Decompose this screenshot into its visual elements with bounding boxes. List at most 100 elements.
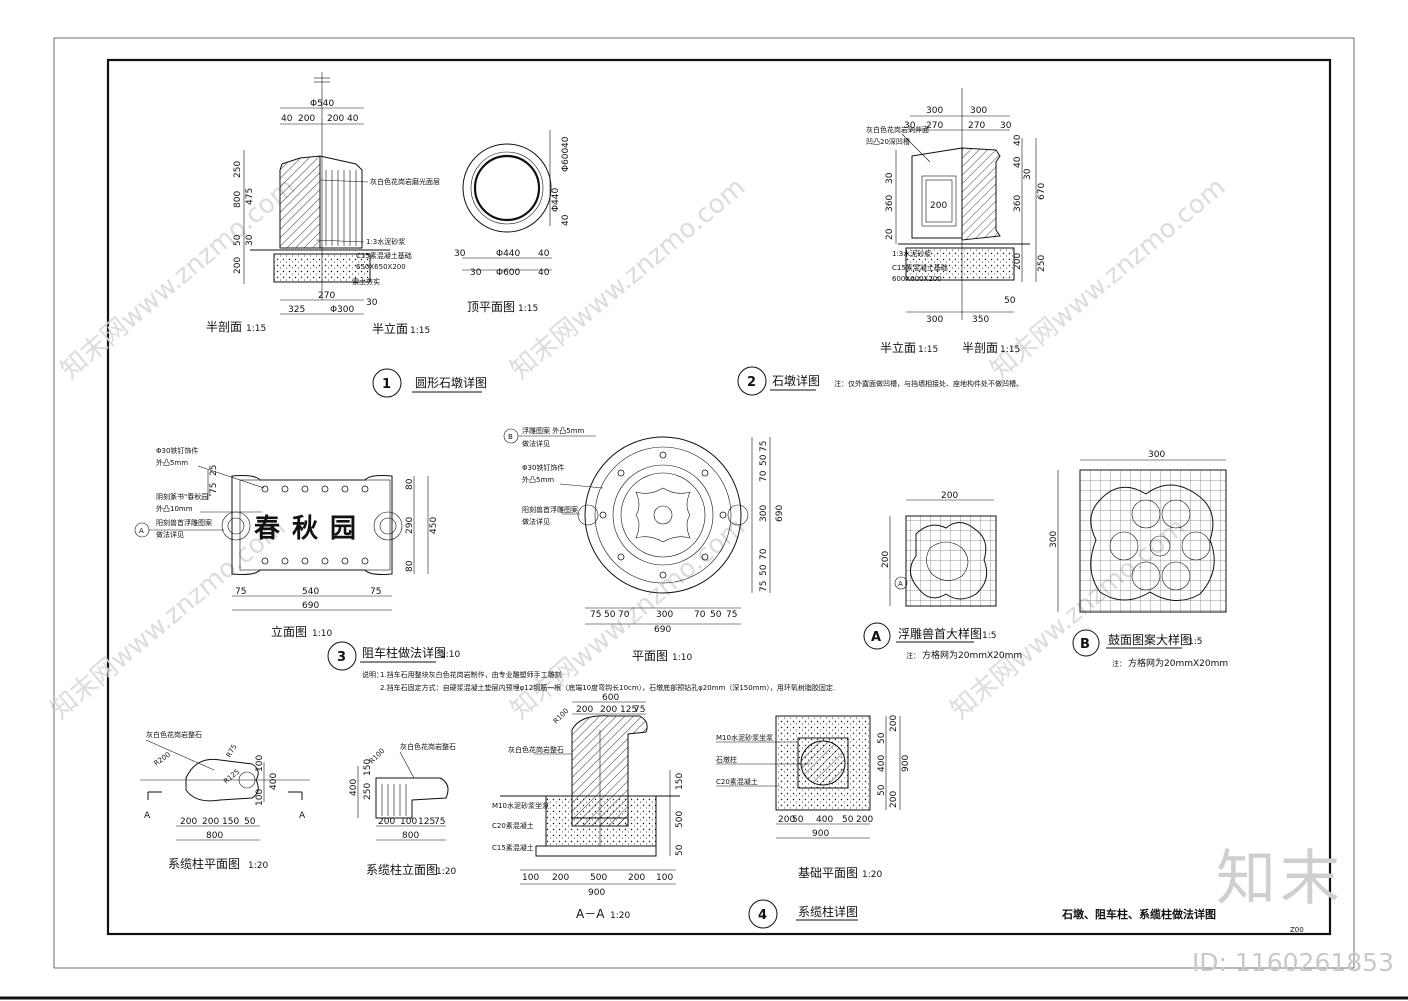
dim-text: 290 [405,517,415,534]
dim-text: 900 [588,888,605,898]
dim-text: 70 [759,470,769,482]
dim-text: 540 [302,587,319,597]
detail-number-bubble [748,899,778,929]
detail-number-bubble [737,366,767,396]
dim-text: 50 [759,454,769,466]
dim-text: 75 [634,705,645,715]
view-scale: 1:15 [410,326,430,336]
view-title: 半剖面 [962,341,998,355]
dim-text: 200 [327,114,344,124]
dim-text: 70 [618,610,630,620]
dim-text: Φ540 [310,99,335,109]
detail-scale: 1:5 [1188,637,1202,647]
detailB-group: 300 300 B 鼓面图案大样图 1:5 注： 方格网为20mmX20mm [1049,450,1228,669]
dim-text: 200 [889,791,899,808]
detail-title: 圆形石墩详图 [415,375,487,390]
plan-outer-circle [462,143,552,233]
dim-text: 475 [245,188,255,205]
plan-inner-circle [473,154,541,222]
note-text: M10水泥砂浆坐浆 [716,733,773,742]
foundation-column [800,740,846,786]
ref-letter: B [508,433,513,441]
dim-text: 30 [366,298,378,308]
dim-text: 150 [363,759,373,776]
dim-text: 360 [885,195,895,212]
dim-text: 400 [816,815,833,825]
note-text: M10水泥砂浆坐浆 [492,801,549,810]
dim-text: 100 [255,789,265,806]
note-text: C20素混凝土 [716,777,758,786]
callout-text: 外凸10mm [156,504,193,513]
site-watermark: 知末网www.znzmo.com [505,172,751,385]
dim-text: 125 [418,817,435,827]
callout-text: Φ30铁钉饰件 [522,463,564,472]
section-c15 [535,845,657,857]
dim-text: 40 [347,114,359,124]
radius-label: R125 [222,768,241,786]
detail-number-bubble [372,368,402,398]
dim-text: 100 [255,755,265,772]
grid-note: 方格网为20mmX20mm [1128,657,1228,669]
grid-B [1079,469,1227,613]
dim-text: 200 [233,257,243,274]
detail4-group: 灰白色花岗岩整石 R200 R75 R125 100 400 100 A A 2… [140,693,911,929]
inner-frame [106,58,1332,936]
detail-number-bubble [327,641,357,671]
callout-text: 外凸5mm [522,475,554,484]
dim-text: 200 [378,817,395,827]
dim-text: 200 [881,551,891,568]
dim-text: 270 [926,121,943,131]
dim-text: 50 [877,732,887,744]
dim-text: 75 [590,610,601,620]
dim-text: 50 [244,817,256,827]
dim-text: 200 [180,817,197,827]
dim-text: 75 [759,581,769,592]
dim-text: 50 [604,610,616,620]
dim-text: 200 [1013,253,1023,270]
note-text: 灰白色花岗岩整石 [400,742,456,751]
dim-text: Φ440 [496,249,521,259]
detail-scale: 1:5 [982,631,996,641]
note-text: 灰白色花岗岩整石 [508,745,564,754]
dim-text: 40 [1013,156,1023,168]
dim-text: 40 [1013,134,1023,146]
brand-watermark: 知末 [1216,844,1344,914]
dim-text: 50 [759,564,769,576]
dim-text: 75 [370,587,381,597]
dim-text: Φ600 [496,268,521,278]
stone-section [961,147,1001,241]
view-scale: 1:15 [518,304,538,314]
dim-text: Φ300 [330,305,355,315]
dim-text: 30 [470,268,482,278]
dim-text: 400 [269,773,279,790]
dim-text: 670 [1037,183,1047,200]
detailA-group: 200 200 A A 浮雕兽首大样图 1:5 注： 方格网为20mmX20mm [863,491,1022,661]
dim-text: 70 [759,548,769,560]
callout-text: 浮雕图案 外凸5mm [522,426,584,435]
note-text: 素土夯实 [352,277,380,286]
callout-text: 做法详见 [522,517,550,526]
dim-text: 900 [901,755,911,772]
section-marker: A [144,811,151,821]
dim-text: 200 [298,114,315,124]
dim-text: 125 [620,705,637,715]
dim-text: 100 [656,873,673,883]
dim-text: 80 [405,560,415,572]
dim-text: 250 [1037,255,1047,272]
dim-text: 30 [245,234,255,246]
dim-text: 800 [233,191,243,208]
ref-letter: A [898,580,903,588]
note-text: C15素混凝土基础 [892,263,948,272]
dim-text: 200 [941,491,958,501]
dim-text: 450 [429,517,439,534]
dim-text: 690 [775,505,785,522]
detail-number: 3 [337,650,346,665]
dim-text: 40 [561,136,571,148]
callout-text: 做法详见 [522,439,550,448]
dim-text: 75 [434,817,445,827]
section-marker: A [299,811,306,821]
dim-text: 75 [209,483,219,494]
dim-text: 690 [302,601,319,611]
dim-text: 100 [522,873,539,883]
dim-text: 250 [363,783,373,800]
